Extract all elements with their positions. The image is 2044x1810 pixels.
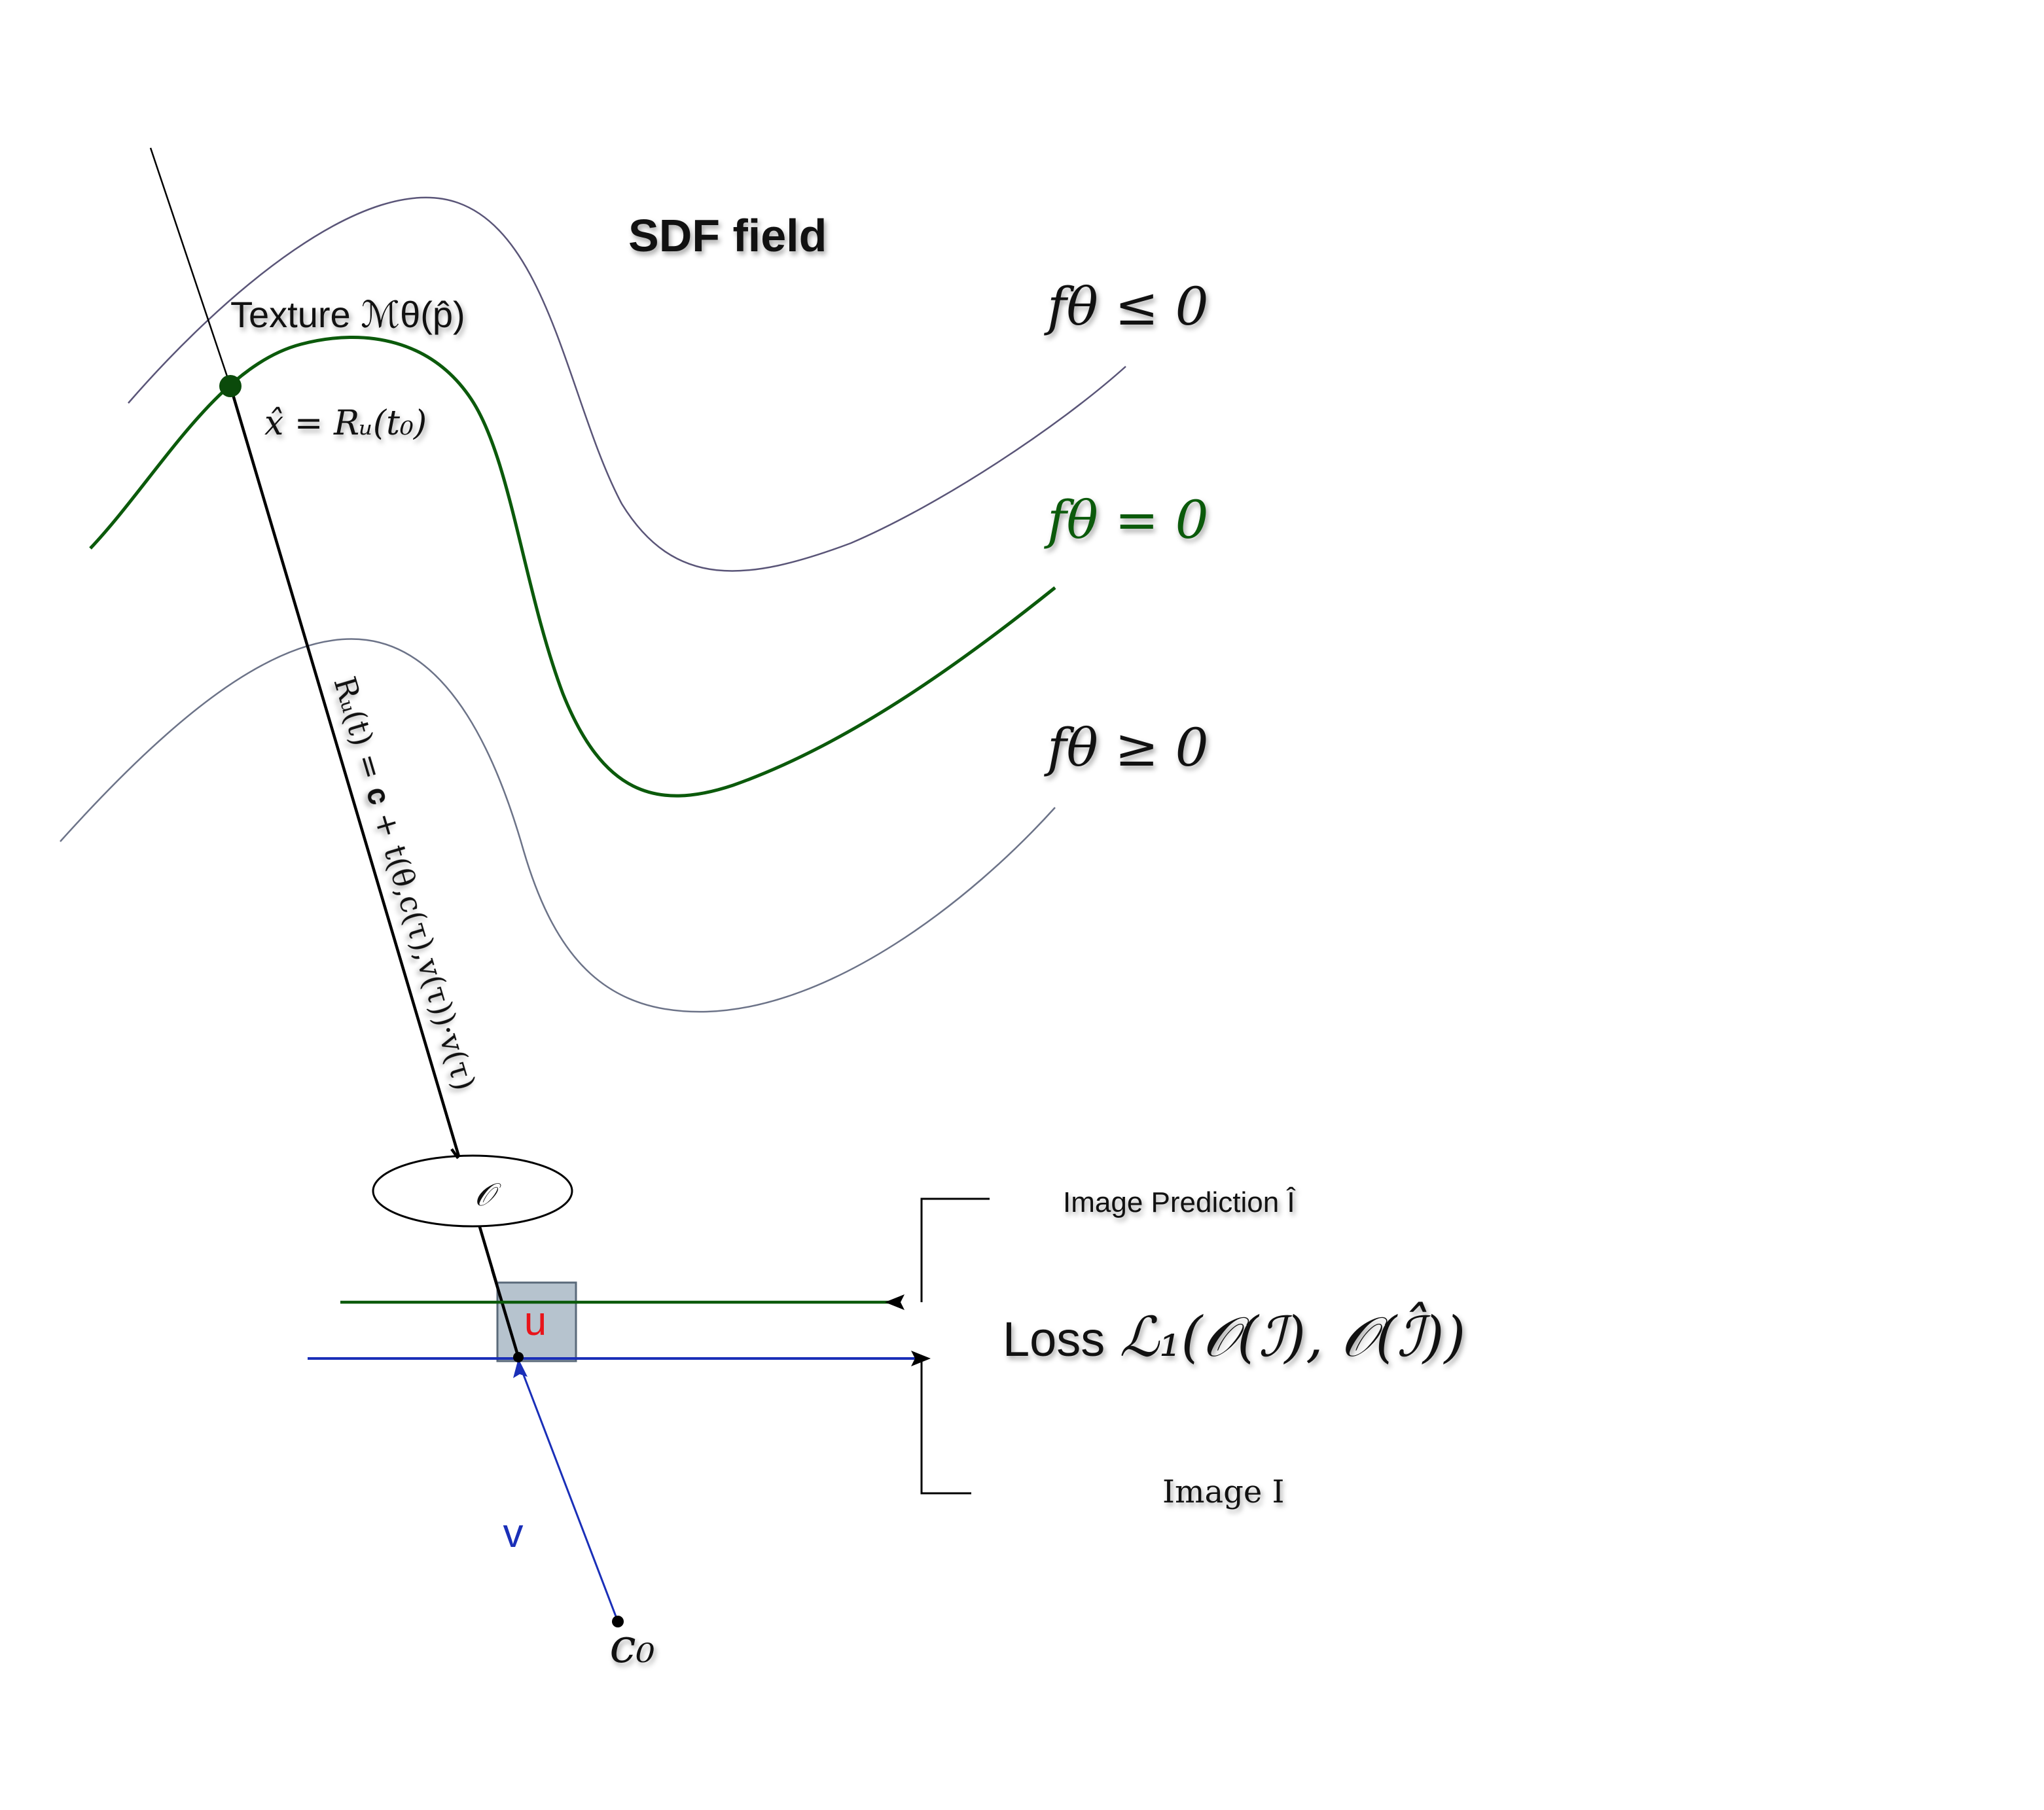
operator-ellipse	[372, 1154, 573, 1228]
surface-level-label: 𝑓θ = 0	[1044, 489, 1209, 550]
surface-hit-point	[219, 375, 242, 397]
level-set-inner-curve	[60, 638, 1056, 1013]
image-prediction-label: Image Prediction Î	[1063, 1186, 1296, 1218]
loss-label: Loss ℒ₁(𝒪(ℐ), 𝒪(ℐ̂))	[1003, 1302, 1465, 1369]
image-label: Image I	[1162, 1474, 1284, 1510]
pixel-label: u	[524, 1299, 547, 1344]
image-bracket	[920, 1358, 971, 1495]
loss-prefix: Loss	[1003, 1312, 1105, 1366]
diagram-title: SDF field	[628, 210, 827, 261]
camera-point	[612, 1616, 624, 1627]
view-direction-arrowhead	[513, 1358, 528, 1378]
level-set-outer-curve	[128, 196, 1126, 572]
ray-over-pixel	[490, 1269, 520, 1358]
prediction-arrowhead	[885, 1294, 905, 1310]
inner-level-label: 𝑓θ ≥ 0	[1044, 717, 1209, 778]
view-direction-label: v	[503, 1511, 524, 1556]
texture-label: Texture ℳθ(p̂)	[230, 294, 465, 335]
camera-label: c₀	[609, 1618, 654, 1673]
hit-point-label: x̂ = Rᵤ(t₀)	[264, 404, 427, 443]
surface-curve	[89, 335, 1056, 798]
loss-formula: ℒ₁(𝒪(ℐ), 𝒪(ℐ̂))	[1119, 1302, 1465, 1369]
pixel-square	[496, 1281, 577, 1362]
ray-inside-ellipse	[450, 1148, 459, 1160]
pixel-point	[513, 1352, 524, 1362]
outer-level-label: 𝑓θ ≤ 0	[1044, 276, 1209, 337]
prediction-bracket	[920, 1198, 990, 1302]
view-direction-line	[521, 1371, 619, 1622]
ray-thin-line	[149, 147, 232, 387]
ray-equation-label: Rᵤ(t) = 𝐜 + t(θ,c(τ),v(τ))·v(τ)	[327, 673, 482, 1095]
